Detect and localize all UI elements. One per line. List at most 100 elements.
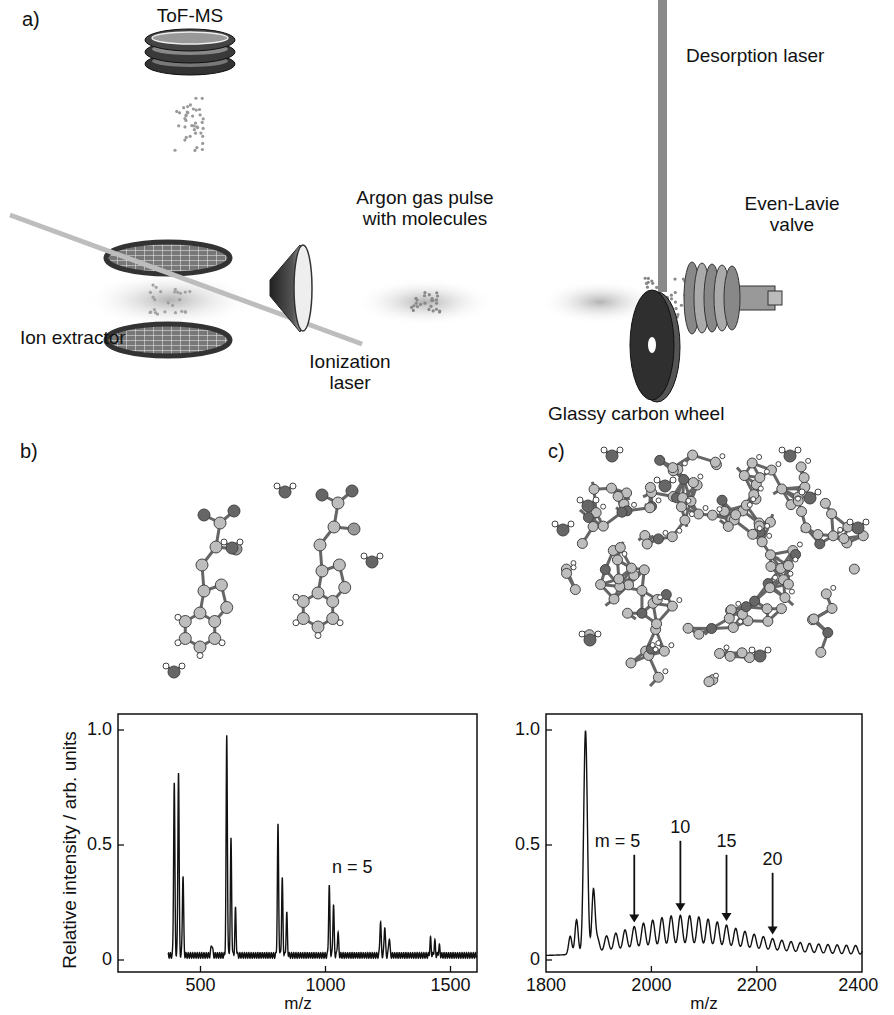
ion-packet — [195, 125, 198, 128]
ion-packet — [186, 110, 189, 113]
cluster-model — [655, 455, 665, 465]
cluster-model — [724, 645, 729, 650]
molecule-model — [312, 587, 324, 599]
part-label: Ionization laser — [294, 352, 406, 394]
panel-letter: a) — [22, 8, 40, 30]
cluster-model — [725, 651, 735, 661]
peak-arrow — [721, 913, 731, 921]
cluster-model — [653, 534, 663, 544]
cluster-model — [710, 457, 720, 467]
cluster-model — [595, 631, 601, 637]
cluster-model — [839, 534, 849, 544]
molecule-model — [163, 663, 169, 669]
molecule-model — [293, 594, 299, 600]
cluster-model — [686, 496, 696, 506]
tick-label: 500 — [185, 976, 215, 994]
cluster-model — [784, 450, 796, 462]
axis-tick — [200, 966, 201, 972]
molecule-dots — [430, 299, 433, 302]
ion-packet — [195, 146, 198, 149]
peak-label: 15 — [716, 832, 736, 852]
cluster-model — [626, 563, 636, 573]
molecule-model — [198, 509, 210, 521]
cluster-model — [793, 557, 798, 562]
cluster-model — [622, 608, 632, 618]
molecule-model — [210, 541, 222, 553]
cluster-model — [799, 489, 805, 495]
ion-packet — [178, 111, 181, 114]
molecule-dots — [419, 303, 422, 306]
cluster-model — [658, 595, 663, 600]
cluster-model — [736, 601, 741, 606]
cluster-model — [552, 521, 558, 527]
peak-label: 10 — [670, 818, 690, 838]
cluster-model — [652, 594, 662, 604]
cluster-model — [789, 589, 794, 594]
cluster-model — [765, 583, 775, 593]
cluster-model — [748, 529, 758, 539]
cluster-model — [593, 497, 599, 503]
molecule-dots — [670, 297, 673, 300]
molecule-dots — [435, 298, 438, 301]
cluster-model — [773, 575, 778, 580]
molecule-model — [194, 641, 206, 653]
cluster-model — [749, 647, 755, 653]
molecule-model — [339, 582, 351, 594]
cluster-model — [765, 647, 771, 653]
molecule-dots — [412, 309, 415, 312]
cluster-model — [632, 502, 637, 507]
ion-packet — [194, 121, 197, 124]
cluster-model — [723, 521, 733, 531]
cluster-model — [667, 532, 677, 542]
cluster-model — [670, 477, 676, 483]
cluster-model — [797, 542, 802, 547]
cluster-model — [617, 447, 623, 453]
cluster-model — [698, 474, 703, 479]
peak-label: n = 5 — [332, 858, 373, 878]
cluster-model — [707, 624, 717, 634]
glassy-carbon-wheel — [630, 290, 680, 402]
cluster-model — [609, 594, 619, 604]
cluster-model — [754, 650, 766, 662]
cluster-model — [821, 589, 831, 599]
tick-label: 1000 — [305, 976, 345, 994]
axis-tick — [546, 844, 552, 845]
spectrum-trace — [168, 735, 477, 958]
molecule-model — [219, 640, 225, 646]
cluster-model — [755, 473, 765, 483]
molecule-model — [163, 483, 383, 678]
axis-tick — [450, 966, 451, 972]
cluster-model — [680, 515, 690, 525]
cluster-model — [555, 450, 866, 686]
molecule-dots — [670, 294, 673, 297]
cluster-model — [704, 677, 714, 687]
tick-label: 0.5 — [515, 835, 540, 855]
cluster-model — [613, 491, 623, 501]
cluster-model — [751, 497, 756, 502]
molecule-dots — [435, 308, 438, 311]
molecule-model — [316, 489, 328, 501]
cluster-model — [688, 450, 698, 460]
cluster-model — [852, 522, 864, 534]
molecule-dots — [414, 297, 417, 300]
ion-packet — [201, 121, 204, 124]
ion-packet — [201, 142, 204, 145]
cluster-model — [801, 523, 811, 533]
part-label: Even-Lavie valve — [740, 194, 844, 236]
molecule-model — [163, 483, 383, 678]
ion-packet — [186, 111, 189, 114]
cluster-model — [703, 506, 708, 511]
cluster-model — [739, 471, 749, 481]
molecule-dots — [650, 280, 653, 283]
cluster-model — [757, 526, 762, 531]
cluster-model — [568, 521, 574, 527]
molecule-model — [316, 565, 328, 577]
cluster-model — [796, 496, 801, 501]
cluster-model — [582, 500, 594, 512]
axis-title: m/z — [284, 995, 311, 1014]
cluster-model — [583, 512, 593, 522]
cluster-model — [679, 474, 689, 484]
cluster-model — [707, 510, 717, 520]
spectrum-trace — [546, 731, 862, 956]
part-label: Ion extractor — [20, 328, 126, 349]
